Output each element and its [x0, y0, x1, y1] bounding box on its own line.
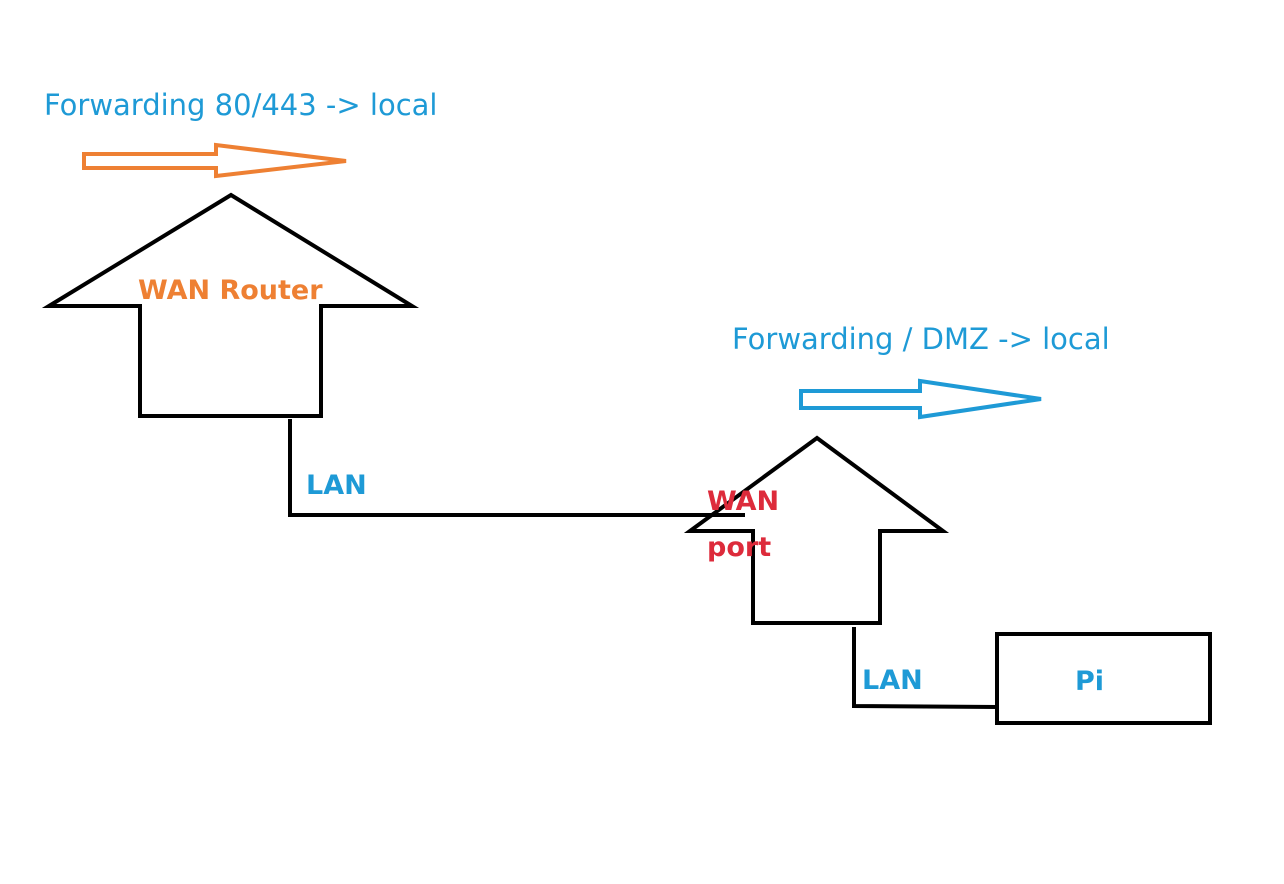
blue-forwarding-arrow-icon — [799, 378, 1042, 420]
second-forwarding-label: Forwarding / DMZ -> local — [732, 322, 1110, 356]
wan-router-house-icon — [41, 192, 420, 418]
lan-cable-1 — [288, 419, 745, 517]
pi-box — [995, 632, 1212, 725]
lan-label-2: LAN — [862, 665, 923, 696]
wan-port-label-line1: WAN — [707, 486, 779, 517]
wan-router-label: WAN Router — [138, 275, 323, 306]
orange-forwarding-arrow-icon — [82, 142, 347, 179]
second-router-house-icon — [683, 435, 950, 625]
wan-port-label-line2: port — [707, 532, 771, 563]
lan-label-1: LAN — [306, 470, 367, 501]
top-forwarding-label: Forwarding 80/443 -> local — [44, 88, 437, 122]
lan-cable-2 — [852, 627, 999, 709]
pi-label: Pi — [1075, 666, 1104, 697]
